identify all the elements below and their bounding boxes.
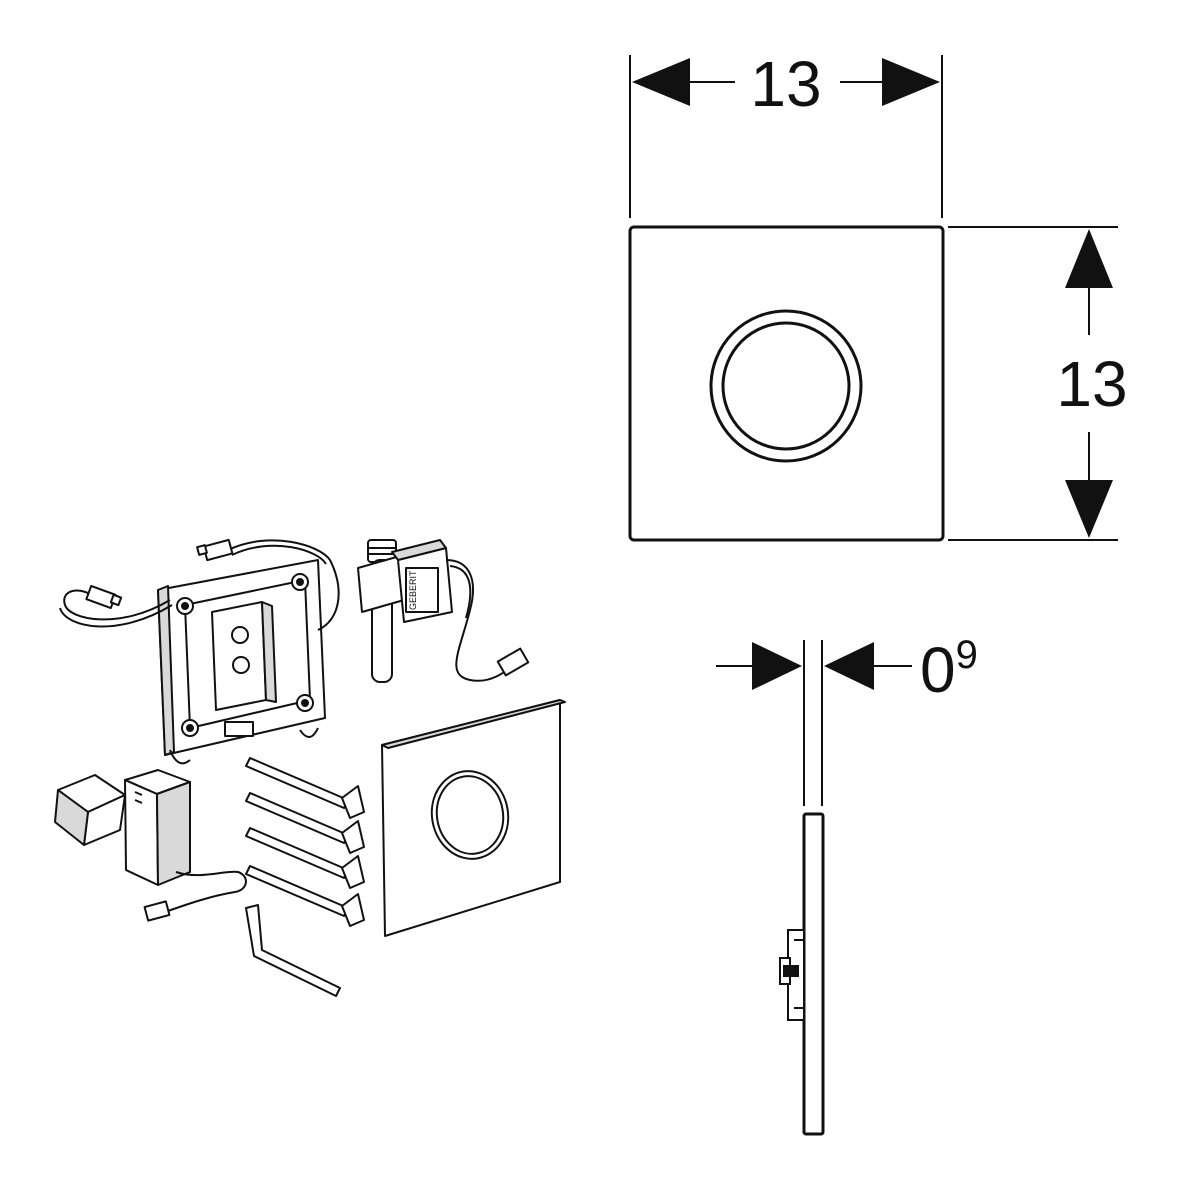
frame-cable [59,539,340,631]
mounting-screws [245,757,365,927]
side-view: 09 [716,633,978,1136]
hex-key [245,904,341,997]
flush-plate-front [628,225,945,542]
plate-side-profile [802,812,825,1136]
button-ring-outer [709,309,863,463]
thickness-label: 09 [920,633,978,706]
flush-plate-perspective [381,699,566,937]
front-view: 13 13 [628,48,1128,542]
height-label: 13 [1056,348,1127,420]
thickness-dimension: 09 [716,633,978,706]
thickness-arrow-right [824,642,874,690]
cable-connector-left [85,584,123,610]
screw-2 [245,792,365,854]
screw-3 [245,827,365,889]
valve-brand-mark: GEBERIT [408,570,418,610]
height-dimension: 13 [1056,229,1128,538]
thickness-arrow-left [752,642,802,690]
bracket-clip [54,774,126,846]
width-arrow-left [632,58,690,106]
cable-connector-top [196,538,234,562]
screw-1 [245,757,365,819]
solenoid-valve: GEBERIT [357,539,530,683]
width-dimension: 13 [632,48,940,120]
height-arrow-top [1065,229,1113,288]
parts-illustration: GEBERIT [54,538,566,997]
button-ring-inner [721,321,851,451]
mounting-frame [157,559,326,765]
side-mount-clip [779,929,805,1021]
width-label: 13 [750,48,821,120]
screw-4 [245,865,365,927]
battery-box [124,769,247,922]
height-arrow-bottom [1065,480,1113,538]
width-arrow-right [882,58,940,106]
